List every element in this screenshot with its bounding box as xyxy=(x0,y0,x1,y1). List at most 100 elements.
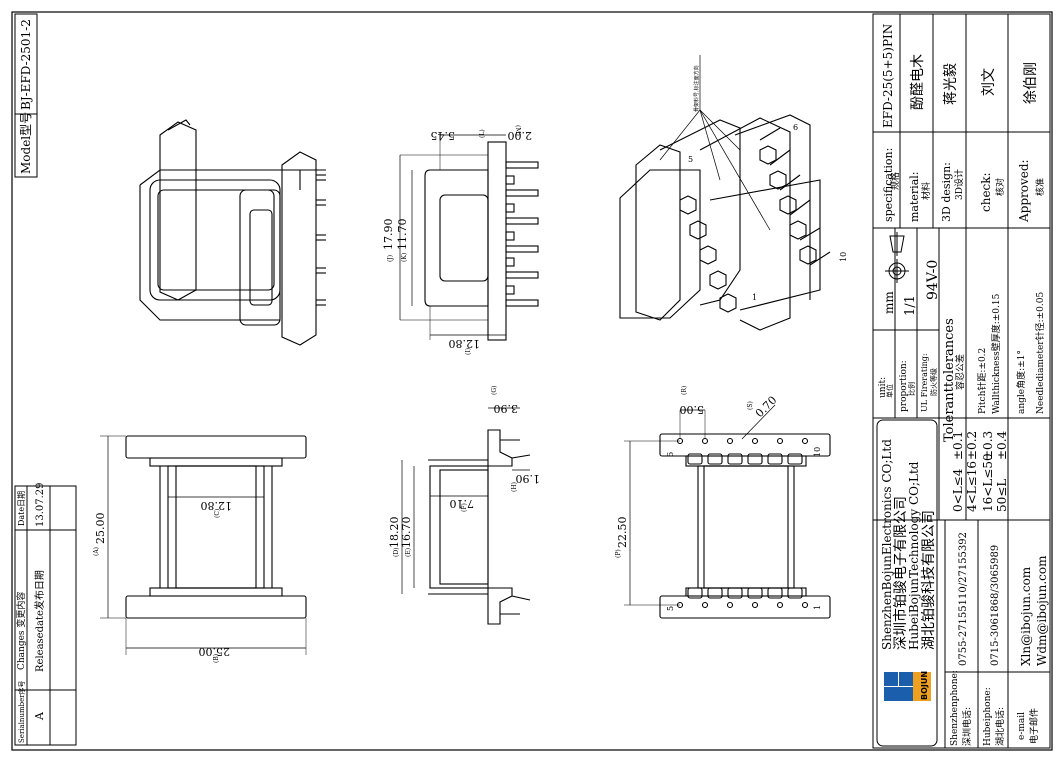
logo-text: BOJUN xyxy=(920,671,929,700)
dim-3-90: 3.90 xyxy=(494,402,519,415)
tol-range-3: 50≤L xyxy=(995,479,1009,512)
bottom-view-left-labels: 25.00 (A) 25.00 (B) 12.80 (C) xyxy=(93,499,232,663)
contact-mail-label: e-mail xyxy=(1017,712,1027,740)
company-line2: 深圳市铂骏电子有限公司 xyxy=(892,496,909,650)
changes-table: Serialnumber序号 Changes 变更内容 Date日期 A Rel… xyxy=(14,482,77,746)
drawing-border xyxy=(11,11,1053,751)
model-box: Model型号 BJ-EFD-2501-2 xyxy=(14,13,38,178)
orientation-note: 骨架料号,标注面方向 xyxy=(693,65,700,112)
pin-label-6: 6 xyxy=(666,452,675,457)
dim-letter-s: (S) xyxy=(747,401,754,410)
company-line4: 湖北铂骏科技有限公司 xyxy=(921,510,937,650)
dim-letter-h: (H) xyxy=(511,482,518,492)
tol-value-3: ±0.4 xyxy=(995,430,1009,460)
tol-value-1: ±0.2 xyxy=(965,431,979,460)
tolerances-title-cn: 容忍公差 xyxy=(954,354,966,390)
side-view-bottom-labels: 3.90 (G) 1.90 (H) 18.20 16.70 (D) (E) 7.… xyxy=(388,386,540,557)
contacts-block: Shenzhenphone: 深圳电话: 0755-27155110/27155… xyxy=(950,532,1049,746)
contact-mail-value1: Xln@ibojun.com xyxy=(1019,566,1033,666)
contact-sz-label-cn: 深圳电话: xyxy=(961,707,973,746)
tol-range-1: 4<L≤16 xyxy=(965,461,979,512)
dim-1-90: 1.90 xyxy=(516,472,541,485)
tol-value-0: ±0.1 xyxy=(951,431,965,460)
title-block xyxy=(872,13,1051,749)
approved-label-cn: 核准 xyxy=(1034,178,1046,196)
check-value: 刘文 xyxy=(981,68,997,96)
fire-value: 94V-0 xyxy=(925,260,941,300)
pin-label-1: 1 xyxy=(813,605,822,610)
dim-letter-i: (I) xyxy=(465,348,472,355)
dim-5-45: 5.45 xyxy=(431,129,456,142)
approved-label: Approved: xyxy=(1017,159,1031,223)
dim-5-00: 5.00 xyxy=(680,403,705,416)
units-block: unit: 单位 mm proportion: 比例 1/1 UL Firera… xyxy=(878,232,1046,442)
changes-row-change: Releasedate发布日期 xyxy=(33,570,46,672)
iso-pin-6: 6 xyxy=(793,123,798,132)
spec-label: specification: xyxy=(882,148,895,222)
contact-sz-label: Shenzhenphone: xyxy=(950,670,960,746)
approved-value: 徐伯刚 xyxy=(1023,62,1039,104)
changes-col-serial: Serialnumber序号 xyxy=(17,680,26,743)
changes-col-date: Date日期 xyxy=(17,491,26,526)
pin-layout-view xyxy=(624,404,831,619)
dim-letter-g: (G) xyxy=(491,386,498,395)
material-label: material: xyxy=(908,172,921,222)
tol-range-0: 0<L≤4 xyxy=(951,468,965,512)
tolerance-note-needle: Needlediameter针径:±0.05 xyxy=(1034,292,1046,414)
side-view-top xyxy=(399,134,539,341)
contact-hb-label-cn: 湖北电话: xyxy=(994,707,1006,746)
model-label: Model型号 xyxy=(19,112,33,174)
side-view-top-labels: 5.45 2.00 (L) (M) 17.90 11.70 (J) (K) 12… xyxy=(382,125,532,355)
iso-view-right xyxy=(619,55,831,331)
bottom-view-left xyxy=(100,435,307,655)
dim-17-90: 17.90 xyxy=(382,219,395,251)
dim-11-70: 11.70 xyxy=(396,219,409,251)
material-label-cn: 材料 xyxy=(920,182,932,200)
dim-18-20: 18.20 xyxy=(388,517,401,549)
check-label-cn: 核对 xyxy=(994,178,1006,196)
tolerance-note-wall: Wallthickness壁厚度:±0.15 xyxy=(990,293,1002,414)
tolerance-note-pitch: Pitch针距:±0.2 xyxy=(976,348,988,414)
dim-letter-j: (J) xyxy=(387,255,394,262)
design-value: 蒋光毅 xyxy=(942,63,959,105)
dim-25-00-b: 25.00 xyxy=(199,645,231,658)
dim-letter-f: (F) xyxy=(461,503,468,512)
changes-row-date: 13.07.29 xyxy=(35,482,46,527)
fire-label-cn: 防火等级 xyxy=(929,368,938,396)
tolerance-rows: 0<L≤4 ±0.1 4<L≤16 ±0.2 16<L≤50 ±0.3 50≤L… xyxy=(951,430,1009,512)
dim-7-10: 7.10 xyxy=(450,497,475,510)
tol-value-2: ±0.3 xyxy=(981,431,995,460)
changes-row-serial: A xyxy=(33,711,46,721)
proportion-label: proportion: xyxy=(899,360,909,412)
dim-letter-k: (K) xyxy=(401,253,408,262)
design-label-cn: 3D设计 xyxy=(953,169,965,200)
dim-2-00: 2.00 xyxy=(508,129,533,142)
side-view-bottom xyxy=(401,407,531,625)
dim-letter-l: (L) xyxy=(479,129,486,138)
unit-label: unit: xyxy=(878,377,888,398)
proportion-value: 1/1 xyxy=(903,295,918,316)
iso-view-left xyxy=(139,119,326,346)
tolerances-title: Toleranttolerances xyxy=(942,318,957,442)
dim-letter-r: (R) xyxy=(681,386,688,395)
iso-view-right-labels: 骨架料号,标注面方向 5 6 10 1 xyxy=(688,65,848,302)
contact-sz-value: 0755-27155110/27155392 xyxy=(958,532,969,666)
design-label: 3D design: xyxy=(940,162,953,222)
check-label: check: xyxy=(979,172,993,212)
tol-range-2: 16<L≤50 xyxy=(981,453,995,512)
pin-label-10: 10 xyxy=(813,447,822,457)
tolerance-note-angle: angle角度:±1° xyxy=(1015,350,1027,414)
iso-pin-1: 1 xyxy=(752,293,757,302)
company-line1: ShenzhenBojunElectronics CO;Ltd xyxy=(880,439,894,650)
dim-12-80-a: 12.80 xyxy=(449,337,481,350)
bojun-logo-icon: BOJUN xyxy=(884,671,931,701)
dim-letter-c: (C) xyxy=(214,509,221,518)
dim-22-50: 22.50 xyxy=(616,517,629,549)
dim-12-80-b: 12.80 xyxy=(201,499,233,512)
unit-value: mm xyxy=(882,291,896,314)
dim-25-00-a: 25.00 xyxy=(94,513,107,545)
changes-col-changes: Changes 变更内容 xyxy=(15,592,27,670)
contact-hb-value: 0715-3061868/3065989 xyxy=(990,545,1001,666)
dim-letter-m: (M) xyxy=(514,125,521,136)
